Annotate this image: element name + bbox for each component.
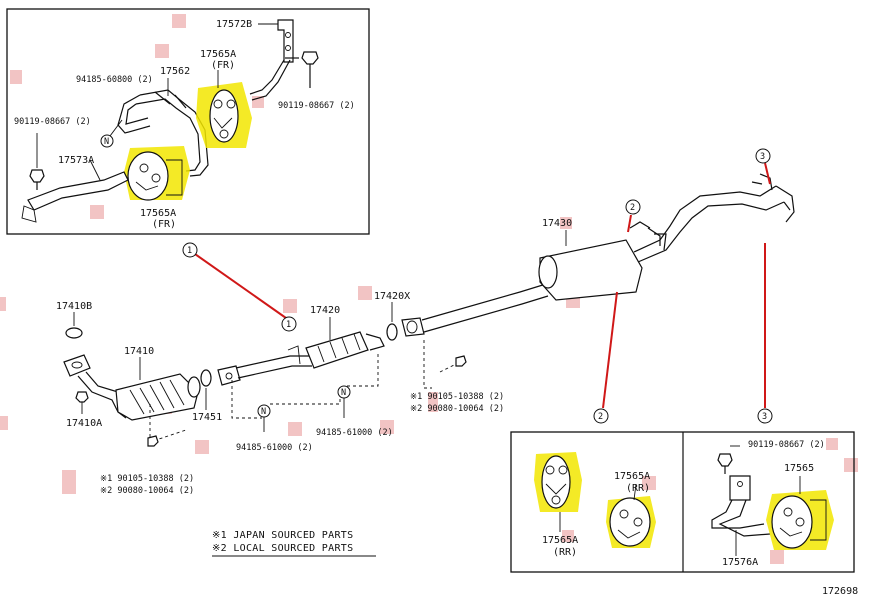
label-90119-right: 90119-08667 (2) <box>278 101 355 111</box>
callout-3-bottom: 3 <box>762 412 767 422</box>
nut-marker: N <box>104 137 109 147</box>
diagram-id: 172698 <box>822 586 858 597</box>
rubber-hanger-17565a-rr1 <box>534 452 582 512</box>
callout-1-bottom: 1 <box>286 320 291 330</box>
label-17565: 17565 <box>784 463 814 474</box>
label-17572b: 17572B <box>216 19 252 30</box>
bracket-17572b <box>249 19 294 101</box>
label-17410a: 17410A <box>66 418 102 429</box>
front-exhaust-pipe-17410 <box>63 327 201 421</box>
label-17565a-mid: 17565A <box>140 208 176 219</box>
label-rr2: (RR) <box>626 483 650 494</box>
bracket-17573a <box>21 171 129 223</box>
bolt-icon <box>717 453 733 474</box>
gasket-17451 <box>200 369 212 387</box>
label-17410b: 17410B <box>56 301 92 312</box>
rubber-hanger-17565a-top <box>196 82 252 148</box>
label-17573a: 17573A <box>58 155 94 166</box>
rubber-hanger-17565 <box>766 490 834 550</box>
label-fr-top: (FR) <box>211 60 235 71</box>
label-90119-left: 90119-08667 (2) <box>14 117 91 127</box>
label-94185-61000-a: 94185-61000 (2) <box>236 443 313 453</box>
label-star1-left: ※1 90105-10388 (2) <box>100 474 194 484</box>
label-94185-61000-b: 94185-61000 (2) <box>316 428 393 438</box>
label-rr1: (RR) <box>553 547 577 558</box>
bolt-icon <box>75 391 89 403</box>
label-17430: 17430 <box>542 218 572 229</box>
rubber-hanger-17565a-rr2 <box>606 496 656 548</box>
label-17565a-top: 17565A <box>200 49 236 60</box>
bolt-icon <box>455 355 467 367</box>
label-17565a-rr2: 17565A <box>614 471 650 482</box>
label-star1-right: ※1 90105-10388 (2) <box>410 392 504 402</box>
label-17420: 17420 <box>310 305 340 316</box>
bolt-icon <box>29 133 45 190</box>
label-fr-mid: (FR) <box>152 219 176 230</box>
note-japan-sourced: ※1 JAPAN SOURCED PARTS <box>212 530 353 541</box>
label-star2-right: ※2 90080-10064 (2) <box>410 404 504 414</box>
bolt-icon <box>147 435 159 447</box>
label-90119-box3: 90119-08667 (2) <box>748 440 825 450</box>
nut-marker: N <box>261 407 266 417</box>
label-17451: 17451 <box>192 412 222 423</box>
callout-2-bottom: 2 <box>598 412 603 422</box>
rubber-hanger-17565a-mid <box>124 146 190 201</box>
label-17420x: 17420X <box>374 291 410 302</box>
label-17576a: 17576A <box>722 557 758 568</box>
bolt-icon <box>285 51 319 88</box>
callout-2-top: 2 <box>630 203 635 213</box>
inset-box-front-hangers <box>6 8 370 235</box>
label-star2-left: ※2 90080-10064 (2) <box>100 486 194 496</box>
tail-pipe-17430 <box>401 173 795 337</box>
label-17410: 17410 <box>124 346 154 357</box>
gasket-17420x <box>386 323 398 341</box>
callout-1-top: 1 <box>187 246 192 256</box>
center-pipe-17420 <box>217 331 385 386</box>
label-17565a-rr1: 17565A <box>542 535 578 546</box>
label-17562: 17562 <box>160 66 190 77</box>
callout-3-top: 3 <box>760 152 765 162</box>
note-local-sourced: ※2 LOCAL SOURCED PARTS <box>212 543 353 554</box>
nut-marker: N <box>341 388 346 398</box>
bracket-17576a <box>711 475 771 537</box>
label-94185-60800: 94185-60800 (2) <box>76 75 153 85</box>
